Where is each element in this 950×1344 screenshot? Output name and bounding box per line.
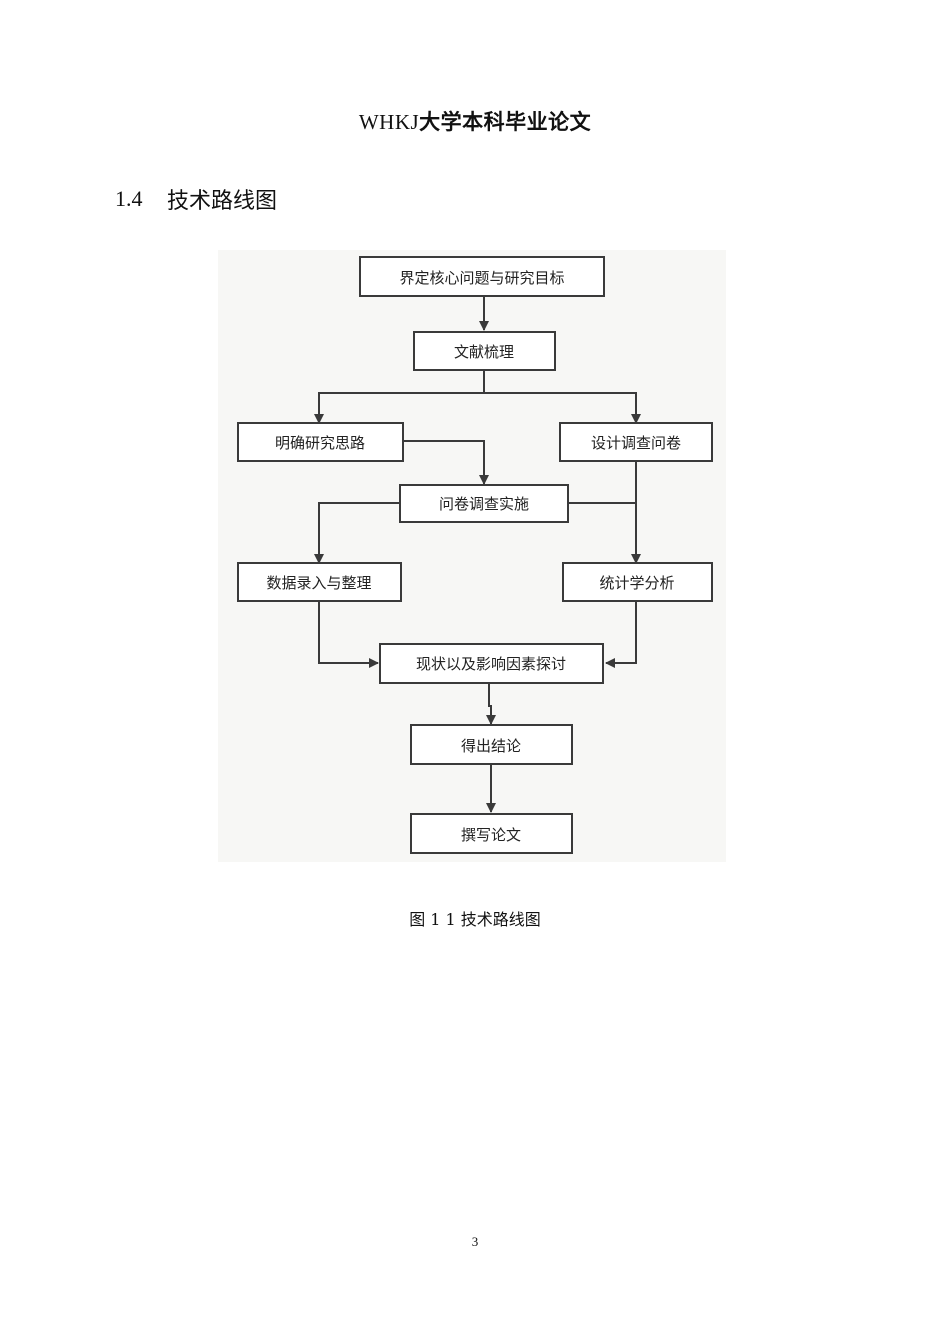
header-cjk: 大学本科毕业论文 xyxy=(419,110,592,134)
node-stats: 统计学分析 xyxy=(562,562,713,602)
node-literature: 文献梳理 xyxy=(413,331,556,371)
node-stats-label: 统计学分析 xyxy=(599,574,674,592)
arrow-entry-discuss xyxy=(318,601,379,668)
page-number: 3 xyxy=(471,1234,479,1249)
arrow-clarify-implement xyxy=(403,440,489,485)
arrow-literature-design xyxy=(484,392,641,424)
arrow-implement-entry xyxy=(314,502,400,564)
header-latin: WHKJ xyxy=(358,110,420,134)
node-define-label: 界定核心问题与研究目标 xyxy=(399,269,564,287)
node-entry: 数据录入与整理 xyxy=(237,562,402,602)
arrow-stats-discuss xyxy=(605,601,637,668)
node-write: 撰写论文 xyxy=(410,813,573,854)
node-implement-label: 问卷调查实施 xyxy=(439,495,529,513)
section-heading: 1.4 技术路线图 xyxy=(115,183,277,215)
node-discuss: 现状以及影响因素探讨 xyxy=(379,643,604,684)
node-clarify: 明确研究思路 xyxy=(237,422,404,462)
arrow-literature-clarify xyxy=(314,370,485,424)
connectors xyxy=(314,296,641,813)
arrow-discuss-conclusion xyxy=(486,683,496,725)
running-header: WHKJ大学本科毕业论文 xyxy=(0,106,950,136)
node-conclusion: 得出结论 xyxy=(410,724,573,765)
node-entry-label: 数据录入与整理 xyxy=(266,574,371,592)
section-number: 1.4 xyxy=(115,186,143,211)
node-conclusion-label: 得出结论 xyxy=(461,737,521,755)
node-implement: 问卷调查实施 xyxy=(399,484,569,523)
figure-caption: 图 1 1 技术路线图 xyxy=(409,910,541,929)
node-literature-label: 文献梳理 xyxy=(454,343,514,361)
section-title: 技术路线图 xyxy=(167,189,278,214)
node-write-label: 撰写论文 xyxy=(461,826,521,844)
node-define: 界定核心问题与研究目标 xyxy=(359,256,605,297)
node-design: 设计调查问卷 xyxy=(559,422,713,462)
node-discuss-label: 现状以及影响因素探讨 xyxy=(416,655,566,673)
node-design-label: 设计调查问卷 xyxy=(591,434,681,452)
node-clarify-label: 明确研究思路 xyxy=(275,434,365,452)
